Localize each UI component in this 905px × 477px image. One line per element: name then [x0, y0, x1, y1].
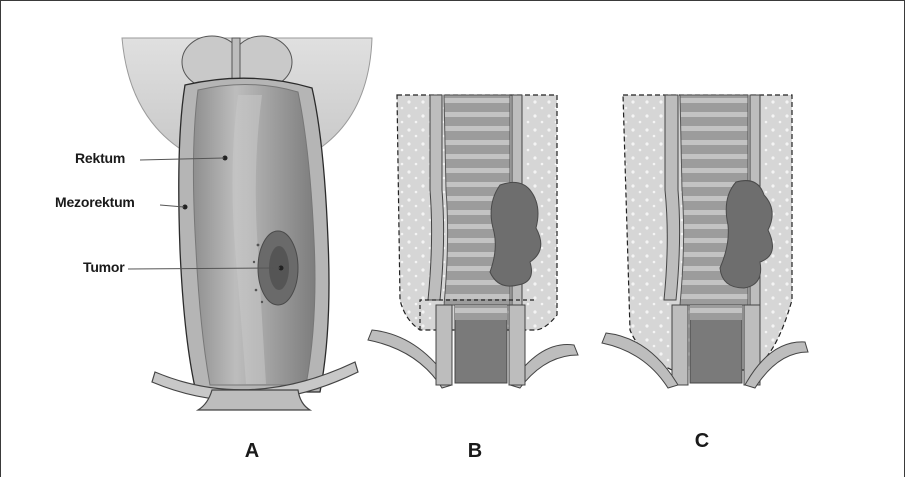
- panel-b-drawing: [368, 95, 578, 388]
- label-rektum: Rektum: [75, 150, 125, 166]
- label-mezorektum: Mezorektum: [55, 194, 135, 210]
- caption-a: A: [232, 440, 272, 463]
- label-tumor: Tumor: [83, 259, 125, 275]
- caption-c: C: [682, 430, 722, 453]
- panel-c-drawing: [602, 95, 808, 388]
- caption-b: B: [455, 440, 495, 463]
- panel-a-drawing: [122, 36, 372, 410]
- anal-base: [198, 390, 310, 410]
